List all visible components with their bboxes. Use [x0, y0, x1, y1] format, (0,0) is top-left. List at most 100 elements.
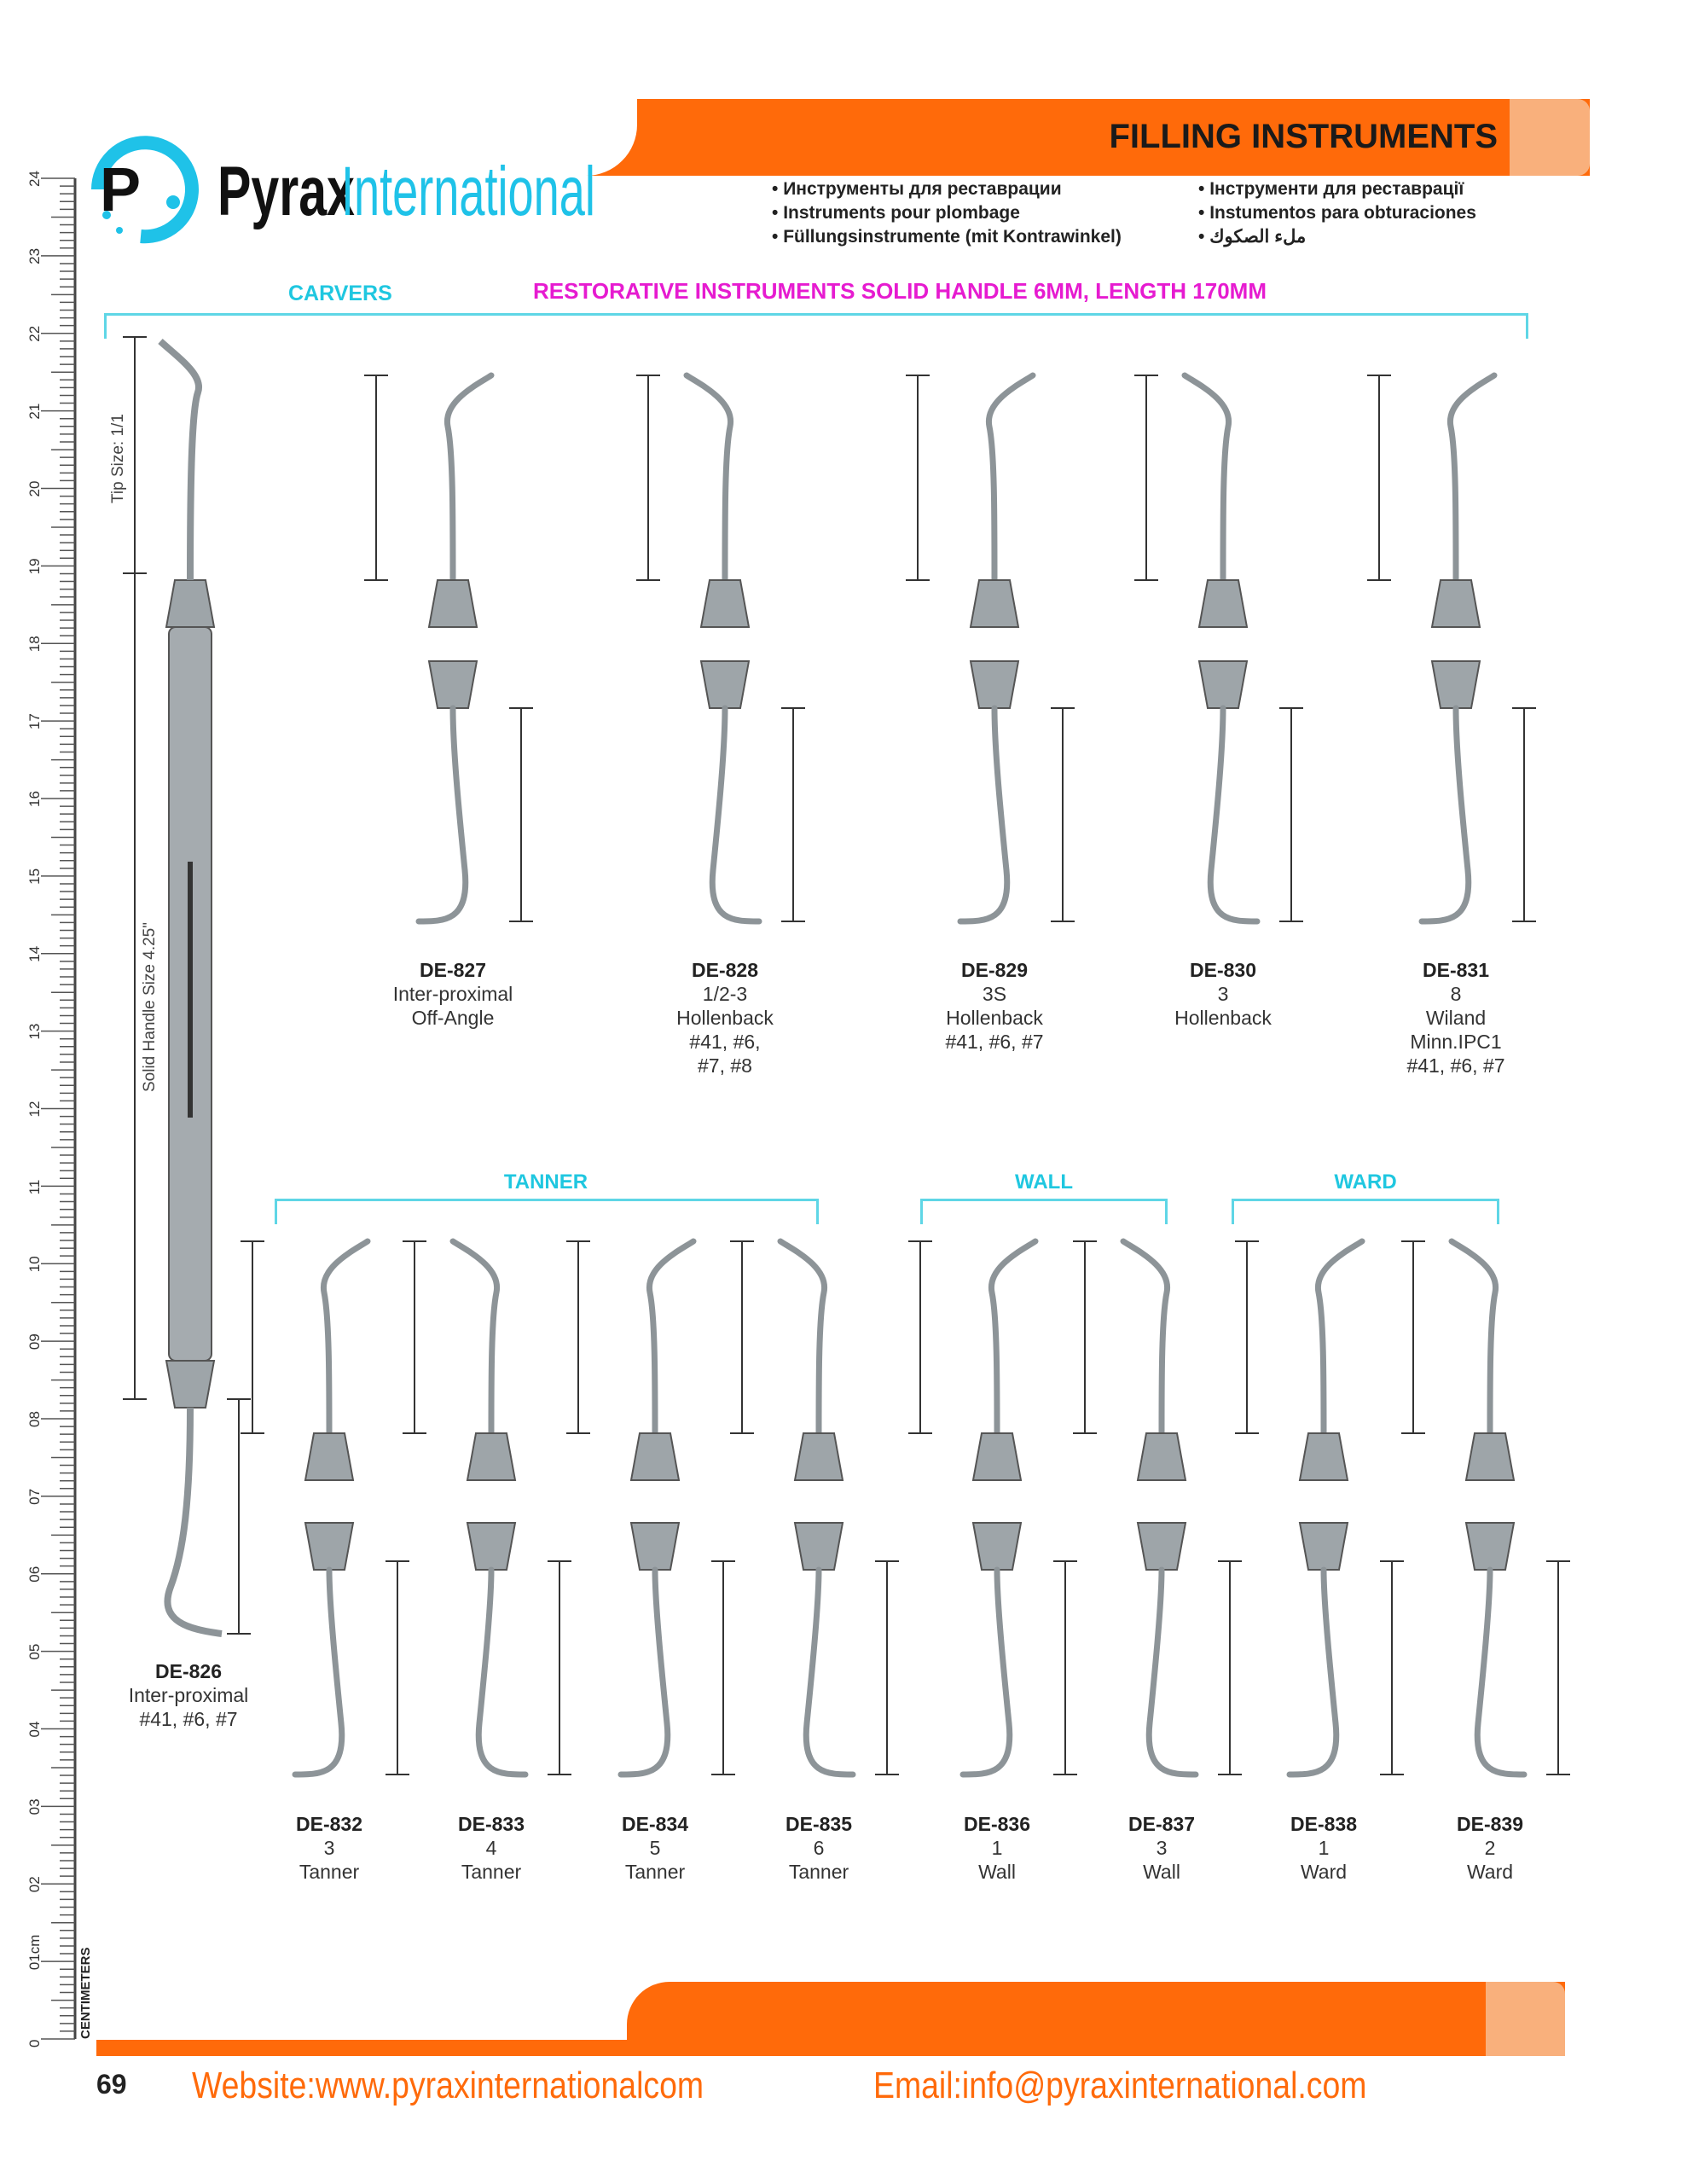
- collar: [1298, 1522, 1349, 1571]
- product-number: 3: [323, 1837, 335, 1859]
- working-tip-lower: [957, 705, 1011, 925]
- product-number: 4: [485, 1837, 497, 1859]
- product-code: DE-827: [420, 959, 486, 981]
- product-type: Ward: [1466, 1861, 1514, 1883]
- working-tip-upper: [1120, 1238, 1170, 1437]
- product-code: DE-836: [964, 1813, 1030, 1835]
- group-label-tanner: TANNER: [503, 1170, 588, 1194]
- translations-left: Инструменты для реставрации Instruments …: [772, 177, 1122, 249]
- collar: [165, 579, 216, 628]
- group-label-wall: WALL: [1015, 1170, 1073, 1194]
- measure-bar: [227, 1398, 251, 1635]
- ruler-label: 07: [26, 1489, 43, 1505]
- website-link[interactable]: Website:www.pyraxinternationalcom: [192, 2065, 704, 2106]
- collar: [1197, 579, 1249, 628]
- logo-letter: P: [100, 156, 142, 224]
- working-tip-upper: [777, 1238, 827, 1437]
- collar: [1430, 579, 1481, 628]
- measure-bar: [875, 1560, 899, 1775]
- ruler-unit-label: CENTIMETERS: [78, 1947, 93, 2039]
- email-link[interactable]: Email:info@pyraxinternational.com: [873, 2065, 1367, 2106]
- ruler-label: 24: [26, 171, 43, 187]
- collar: [969, 660, 1020, 709]
- logo-mark: P: [81, 121, 200, 249]
- collar: [1197, 660, 1249, 709]
- page-title: FILLING INSTRUMENTS: [1109, 118, 1498, 155]
- ruler-label: 13: [26, 1024, 43, 1040]
- product-type: Tanner: [299, 1861, 360, 1883]
- product-code: DE-832: [296, 1813, 362, 1835]
- ruler-label: 06: [26, 1566, 43, 1583]
- collar: [1464, 1522, 1516, 1571]
- product-number: 1: [1318, 1837, 1330, 1859]
- product-detail: #41, #6, #7: [139, 1708, 238, 1730]
- ruler-label: 09: [26, 1333, 43, 1350]
- product-type: Tanner: [624, 1861, 686, 1883]
- ruler-label: 05: [26, 1644, 43, 1660]
- product-number: 3: [1156, 1837, 1168, 1859]
- ruler-label: 20: [26, 481, 43, 497]
- working-tip-lower: [1207, 705, 1261, 925]
- working-tip-lower: [803, 1566, 856, 1778]
- measure-bar: [403, 1240, 426, 1434]
- product-code: DE-831: [1423, 959, 1489, 981]
- working-tip-lower: [292, 1566, 345, 1778]
- working-tip-upper: [1448, 1238, 1499, 1437]
- ruler-label: 12: [26, 1101, 43, 1118]
- ruler-label: 22: [26, 326, 43, 342]
- working-tip-upper: [988, 1238, 1039, 1437]
- working-tip-upper: [683, 372, 733, 584]
- section-subtitle: RESTORATIVE INSTRUMENTS SOLID HANDLE 6MM…: [533, 278, 1267, 304]
- product-number: 2: [1484, 1837, 1496, 1859]
- carvers-heading: CARVERS: [288, 282, 392, 305]
- collar: [466, 1432, 517, 1481]
- ruler-label: 16: [26, 791, 43, 807]
- group-label-ward: WARD: [1334, 1170, 1397, 1194]
- product-number: 5: [649, 1837, 661, 1859]
- ruler-label: 11: [26, 1180, 43, 1195]
- translation: Instumentos para obturaciones: [1198, 203, 1476, 223]
- measure-bar: [1401, 1240, 1425, 1434]
- working-tip-lower: [475, 1566, 529, 1778]
- translations-right: Інструменти для реставрації Instumentos …: [1198, 177, 1476, 249]
- collar: [699, 579, 751, 628]
- measure-bar: [906, 375, 930, 581]
- header-bar-accent: [1510, 99, 1590, 176]
- translation: Інструменти для реставрації: [1198, 179, 1464, 199]
- ruler-label: 01cm: [26, 1935, 43, 1971]
- measure-bar: [1512, 707, 1536, 922]
- measure-bar: [566, 1240, 590, 1434]
- product-detail: #7, #8: [698, 1054, 752, 1077]
- product-detail: #41, #6, #7: [945, 1031, 1044, 1053]
- measure-bar: [1073, 1240, 1097, 1434]
- translation: ملء الصكوك: [1198, 227, 1306, 247]
- measure-bar: [1546, 1560, 1570, 1775]
- working-tip-upper: [646, 1238, 697, 1437]
- measure-bar: [1279, 707, 1303, 922]
- product-code: DE-828: [692, 959, 758, 981]
- product-type: Tanner: [788, 1861, 849, 1883]
- ruler-label: 18: [26, 636, 43, 652]
- ward-bracket: [1232, 1199, 1499, 1224]
- collar: [1298, 1432, 1349, 1481]
- product-number: 1: [991, 1837, 1003, 1859]
- measure-bar: [241, 1240, 264, 1434]
- measure-bar: [1235, 1240, 1259, 1434]
- collar: [304, 1432, 355, 1481]
- ruler-label: 0: [26, 2040, 43, 2048]
- working-tip-lower: [1145, 1566, 1199, 1778]
- tanner-bracket: [275, 1199, 819, 1224]
- measure-bar: [1134, 375, 1158, 581]
- measure-bar: [123, 336, 147, 574]
- product-detail: Wiland: [1425, 1007, 1487, 1029]
- collar: [971, 1432, 1023, 1481]
- ruler-label: 14: [26, 946, 43, 962]
- product-detail: Inter-proximal: [392, 983, 513, 1005]
